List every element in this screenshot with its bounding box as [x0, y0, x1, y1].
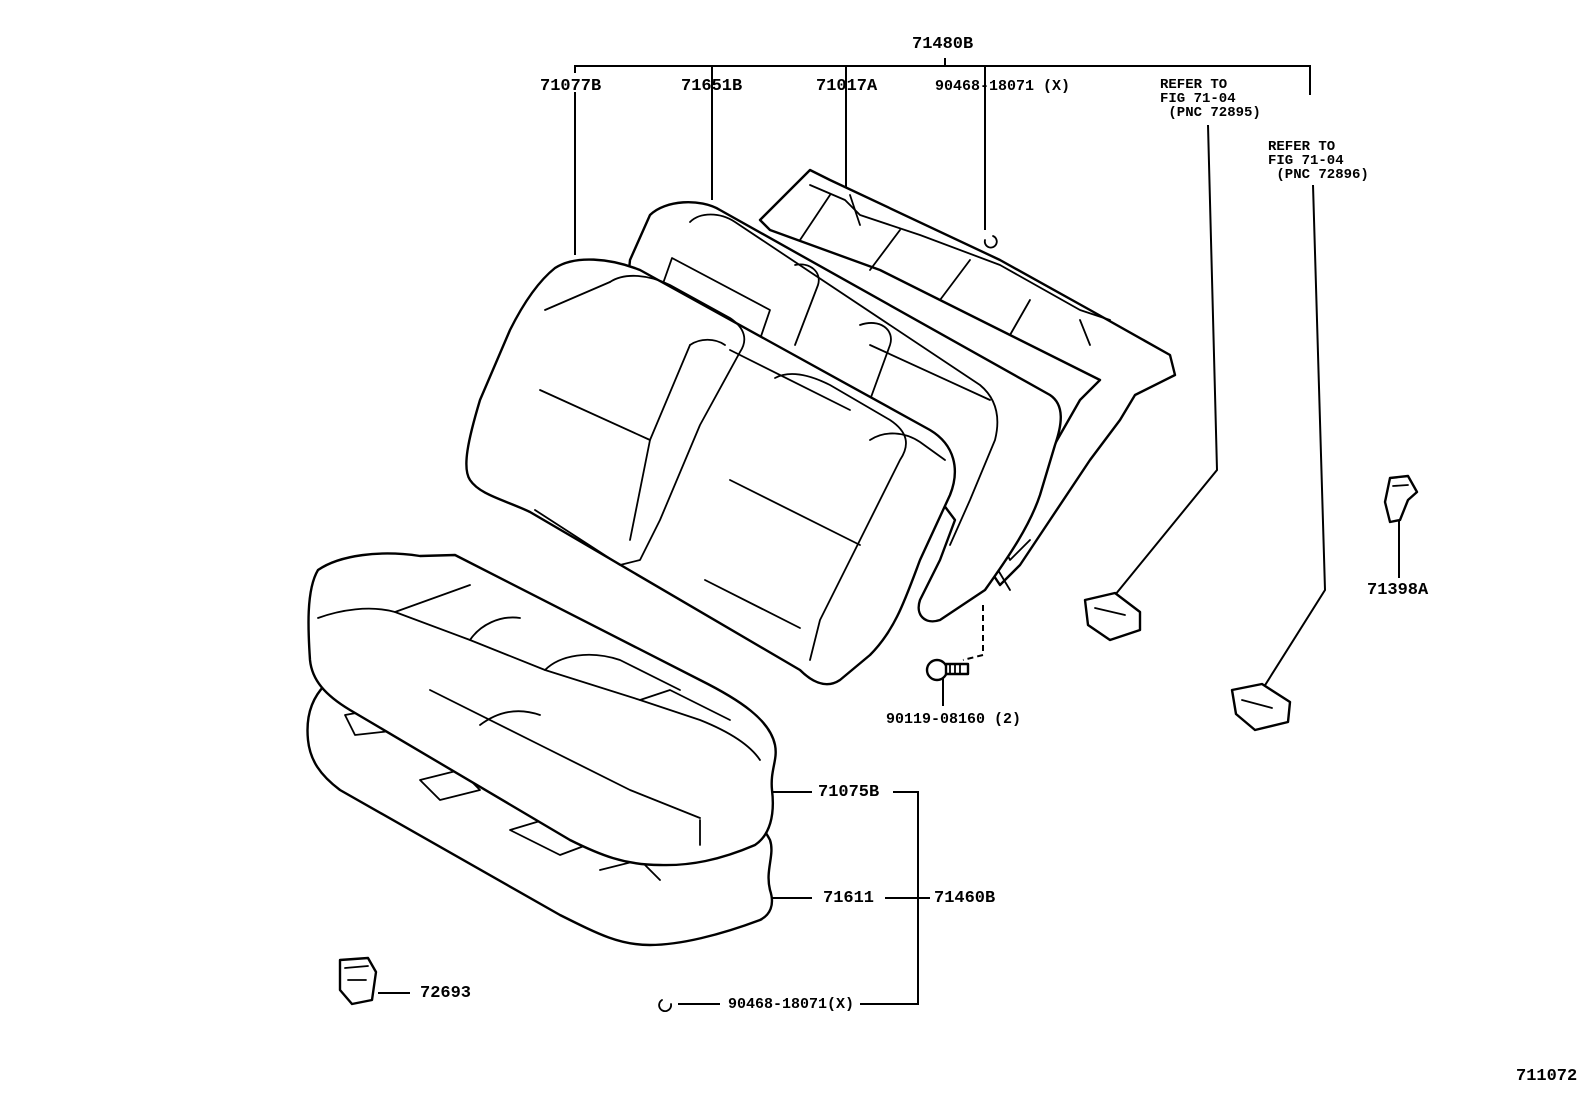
label-hog-ring-bottom: 90468-18071(X) — [728, 996, 855, 1013]
label-clip-left: 72693 — [420, 984, 472, 1003]
seatback-cover — [465, 258, 957, 686]
bolt-icon — [925, 658, 970, 682]
hog-ring-top-icon — [983, 235, 998, 249]
figure-number: 711072 — [1516, 1067, 1578, 1086]
leader-refer-1 — [1114, 124, 1219, 596]
seat-hinge-bracket-2-icon — [1230, 682, 1292, 732]
leader-lines — [378, 58, 1400, 1005]
label-cover-back: 71077B — [540, 77, 602, 96]
label-assembly-top: 71480B — [912, 35, 974, 54]
hog-ring-bottom-icon — [658, 999, 672, 1013]
label-hog-ring-top: 90468-18071 (X) — [935, 78, 1071, 95]
seatback-frame — [758, 168, 1177, 591]
leader-refer-2 — [1261, 184, 1327, 691]
label-refer-2: REFER TO FIG 71-04 (PNC 72896) — [1268, 139, 1369, 183]
label-bolt: 90119-08160 (2) — [886, 711, 1022, 728]
label-frame-back: 71017A — [816, 77, 878, 96]
label-refer-1: REFER TO FIG 71-04 (PNC 72895) — [1160, 77, 1261, 121]
label-cushion-pad: 71611 — [823, 889, 875, 908]
clip-72693-icon — [338, 956, 378, 1006]
seat-cushion-cover — [307, 552, 777, 867]
seat-hinge-bracket-1-icon — [1083, 591, 1142, 642]
label-pad-back: 71651B — [681, 77, 743, 96]
bracket-71398A-icon — [1383, 474, 1419, 524]
label-cushion-assy: 71460B — [934, 889, 996, 908]
label-cushion-cover: 71075B — [818, 783, 880, 802]
label-bracket-right: 71398A — [1367, 581, 1429, 600]
